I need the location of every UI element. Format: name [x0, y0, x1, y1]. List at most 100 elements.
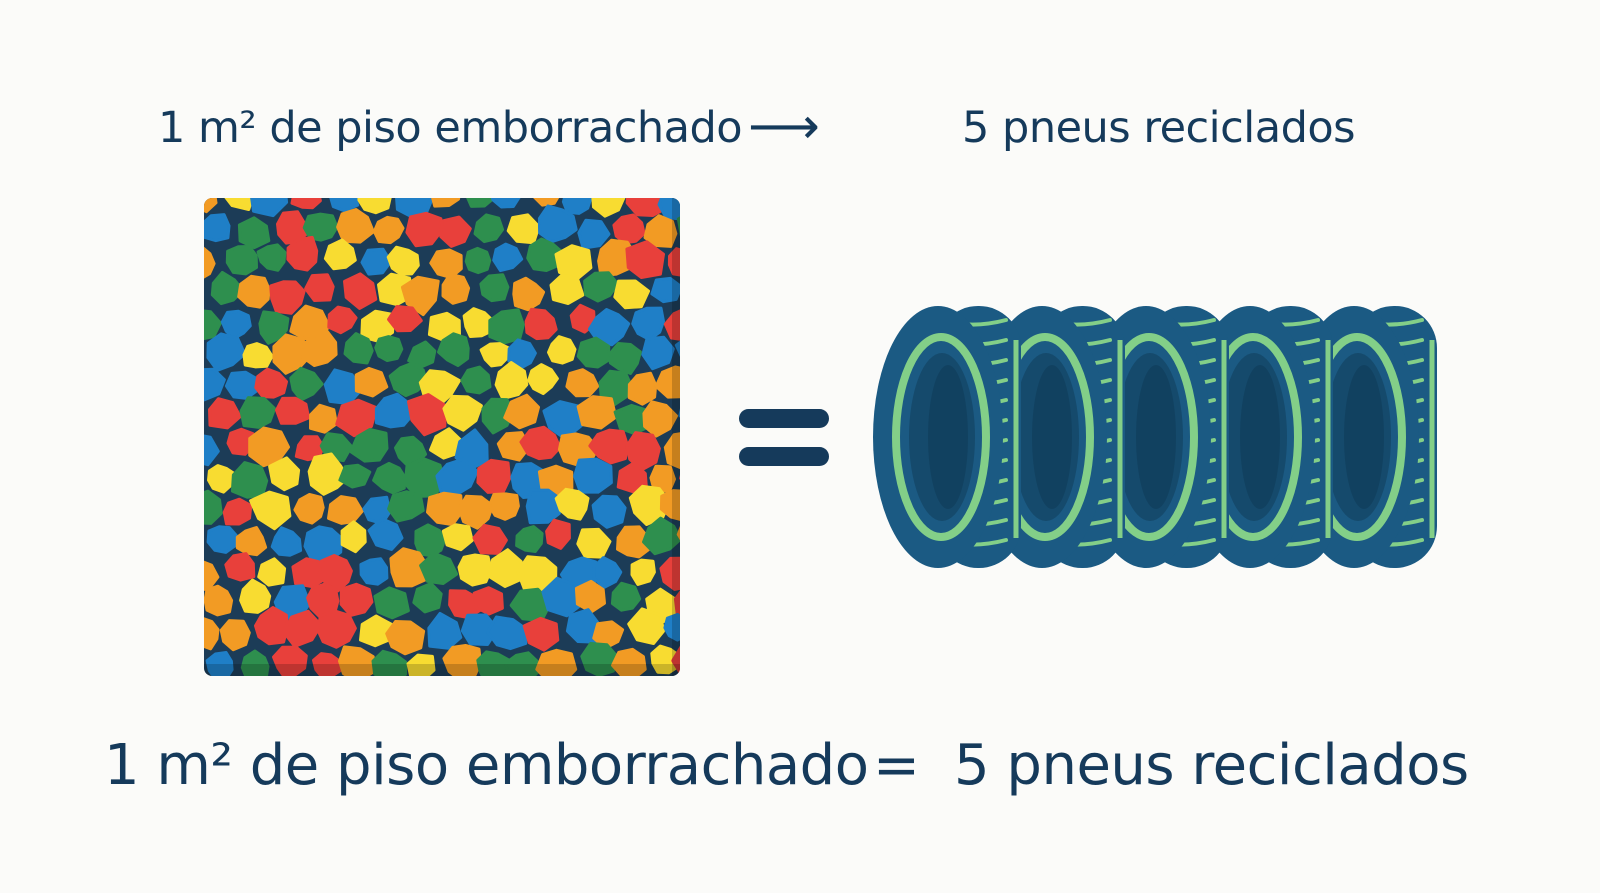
rubber-pebble: [522, 616, 560, 652]
rubber-pebble: [224, 370, 259, 400]
rubber-pebble: [524, 307, 558, 341]
rubber-pebble: [204, 213, 231, 243]
rubber-pebble: [631, 306, 665, 341]
rubber-pebble: [204, 584, 234, 617]
rubber-pebble: [328, 198, 360, 213]
rubber-pebble: [663, 306, 680, 342]
rubber-pebble: [610, 581, 642, 612]
tire-hole-shadow: [1136, 365, 1176, 509]
rubber-pebble: [301, 330, 338, 367]
rubber-pebble: [400, 275, 440, 317]
rubber-pebble: [256, 243, 287, 272]
rubber-pebble: [488, 308, 525, 345]
tire-rim-ring: [892, 333, 990, 541]
rubber-pebble: [591, 198, 626, 218]
rubber-pebble: [667, 247, 680, 278]
rubber-pebble: [374, 335, 404, 362]
tire-stack-icon: [873, 306, 1437, 568]
rubber-pebble: [419, 551, 459, 585]
rubber-pebble: [627, 607, 665, 645]
rubber-pebble: [625, 431, 661, 472]
rubber-pebble: [293, 493, 325, 525]
rubber-pebble: [547, 335, 577, 365]
rubber-pebble: [512, 276, 546, 312]
rubber-pebble: [323, 238, 357, 271]
rubber-pebble: [207, 464, 238, 494]
rubber-pebble: [479, 273, 510, 303]
rubber-pebble: [270, 526, 303, 557]
rubber-pebble: [327, 495, 364, 525]
rubber-pebble: [388, 361, 428, 398]
rubber-pebble: [371, 649, 408, 676]
rubber-pebble: [441, 272, 471, 305]
rubber-pebble: [219, 619, 251, 652]
rubber-pebble: [608, 342, 642, 375]
rubber-pebble: [574, 579, 606, 614]
rubber-pebble: [204, 198, 218, 214]
rubber-pebble: [235, 526, 268, 557]
rubber-pebble: [269, 280, 306, 315]
rubber-pebble: [237, 274, 271, 309]
header-right-label: 5 pneus reciclados: [962, 103, 1356, 153]
rubber-pebble: [625, 240, 665, 279]
rubber-pebble: [476, 458, 511, 494]
equals-icon-top-bar: [739, 409, 829, 428]
rubber-pebble: [573, 457, 613, 494]
rubber-pebble: [630, 558, 656, 586]
rubber-pebble: [286, 235, 319, 272]
rubber-pebble: [316, 609, 357, 649]
rubber-pebble: [367, 517, 404, 551]
rubber-pebble: [494, 361, 529, 400]
rubber-pebble: [663, 430, 680, 471]
rubber-pebble: [487, 492, 520, 521]
rubber-pebble: [268, 456, 301, 492]
rubber-pebble: [439, 215, 472, 248]
header-left-label: 1 m² de piso emborrachado: [158, 103, 743, 153]
rubber-pebble: [663, 612, 680, 642]
rubber-pebble: [429, 198, 463, 208]
rubber-pebble: [464, 246, 492, 275]
rubber-pebble: [357, 198, 393, 215]
rubber-pebble: [659, 556, 680, 591]
rubber-pebble: [587, 308, 631, 347]
rubber-pebble: [678, 398, 680, 429]
rubber-pebble: [561, 198, 593, 215]
rubber-pebble: [230, 461, 269, 499]
rubber-pebble: [221, 198, 255, 211]
rubber-pebble: [627, 371, 658, 406]
rubber-pebble: [426, 491, 464, 527]
rubber-pebble: [204, 244, 216, 282]
rubber-pebble: [208, 397, 242, 430]
rubber-pebble: [642, 400, 678, 438]
rubber-pebble: [239, 578, 272, 614]
rubber-pebble: [406, 653, 436, 676]
rubber-pebble: [580, 642, 619, 676]
rubber-pebble: [591, 494, 627, 529]
rubber-pebble: [306, 582, 340, 619]
rubber-pebble: [387, 490, 425, 523]
rubber-pebble: [442, 644, 482, 676]
rubber-pebble: [224, 552, 256, 582]
rubber-pebble: [254, 606, 289, 646]
rubber-pebble: [679, 459, 680, 489]
rubber-pebble: [437, 332, 470, 367]
equation-right-label: 5 pneus reciclados: [954, 733, 1469, 798]
rubber-pebble: [272, 645, 308, 676]
rubber-pebble: [592, 556, 623, 589]
rubber-pebble: [565, 368, 600, 398]
rubber-pebble: [488, 198, 522, 209]
rubber-pebble: [650, 276, 680, 304]
rubber-pebble: [304, 273, 335, 302]
rubber-pebble: [338, 463, 372, 489]
rubber-pebble: [472, 523, 508, 555]
tire-hole-shadow: [1344, 365, 1384, 509]
rubber-pebble: [240, 649, 270, 676]
tire-icon: [873, 306, 1021, 568]
rubber-pebble: [281, 609, 323, 648]
rubber-pebble: [531, 198, 563, 207]
rubber-pebble: [486, 615, 528, 651]
tire-hole-shadow: [1032, 365, 1072, 509]
rubber-pebble: [354, 366, 389, 398]
rubber-pebble: [386, 245, 420, 276]
rubber-pebble: [204, 308, 222, 342]
